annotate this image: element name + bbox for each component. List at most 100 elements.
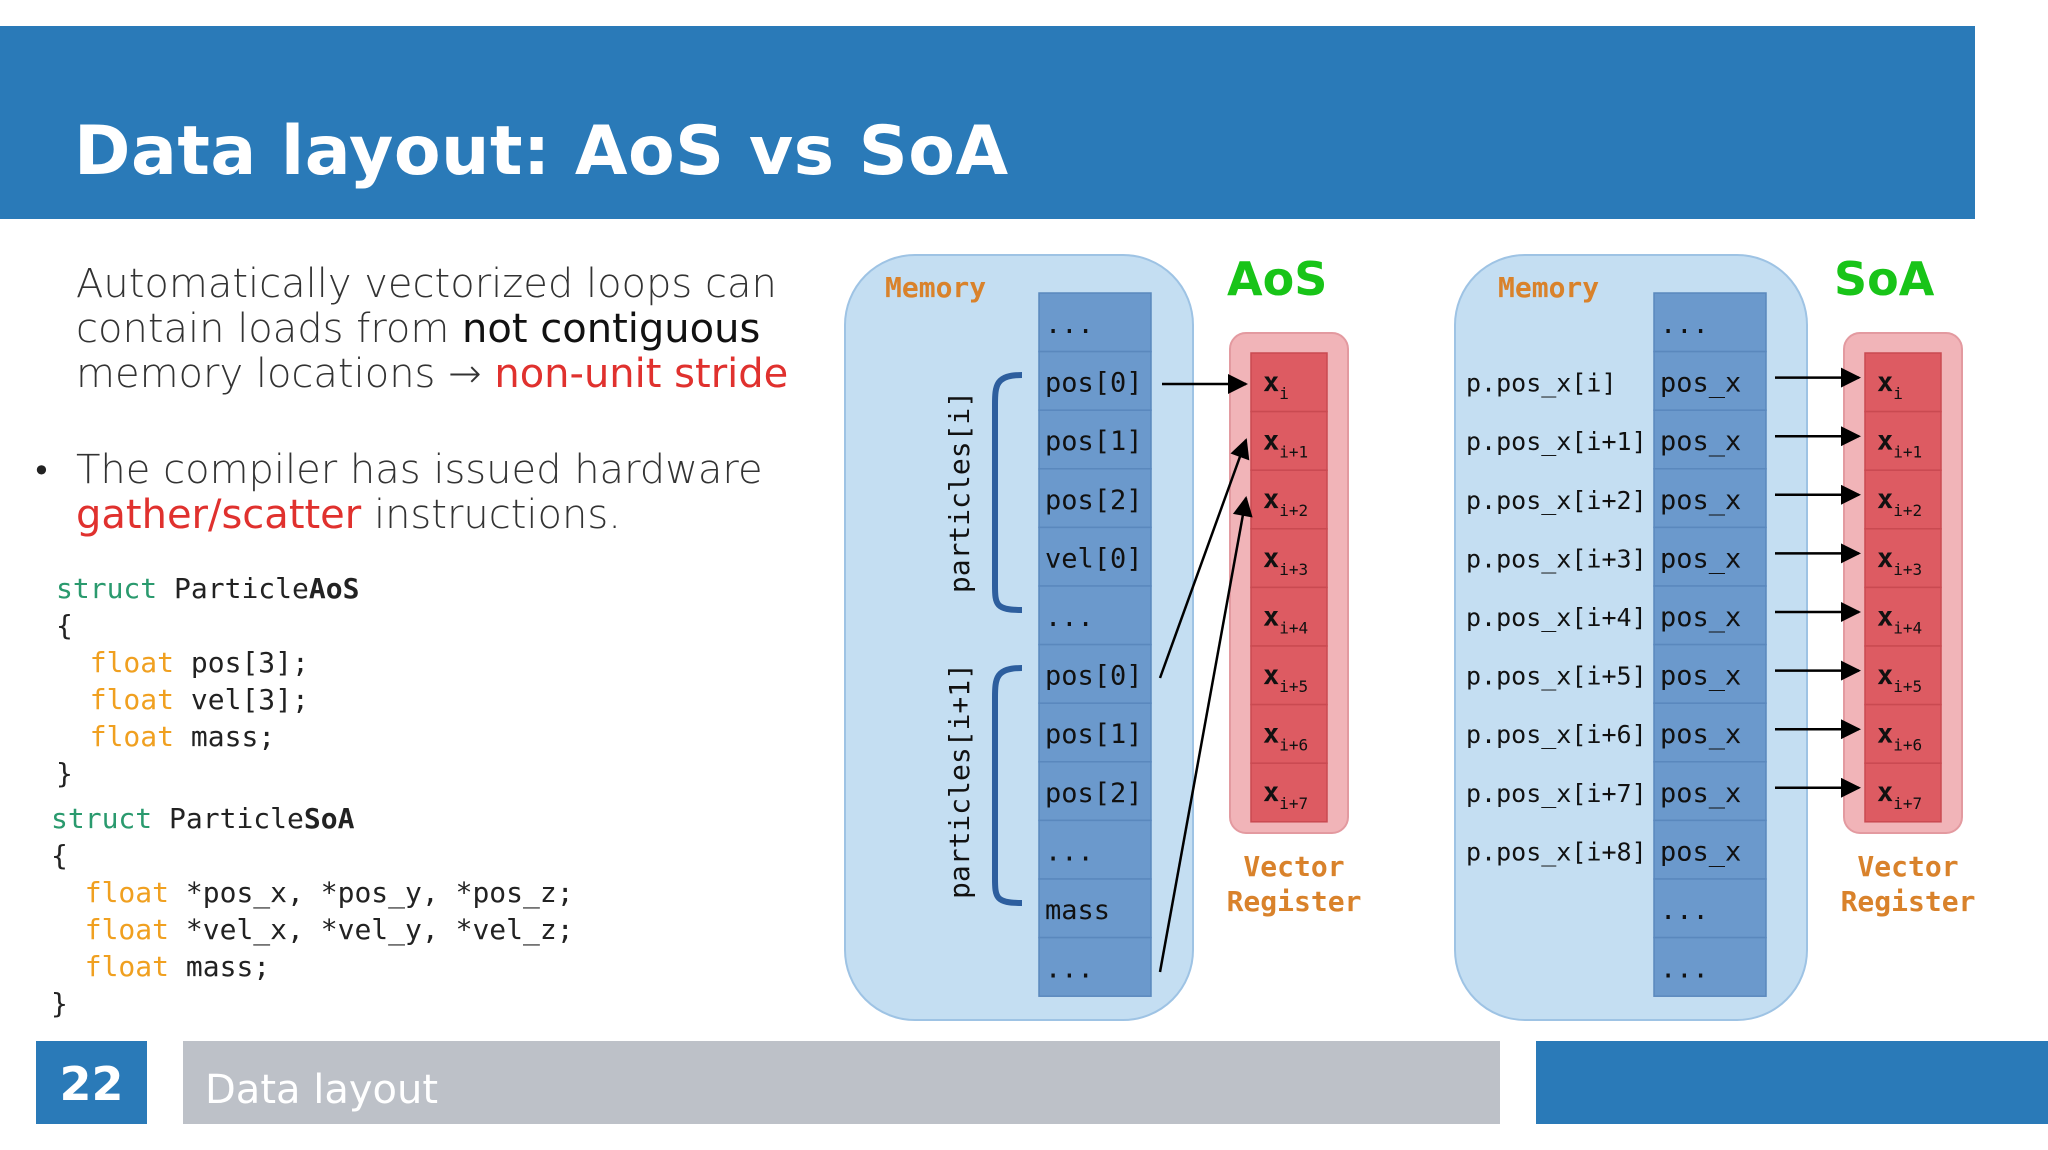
intro-line-3-text: memory locations →: [76, 351, 495, 397]
intro-line-2: contain loads from not contiguous: [76, 307, 788, 352]
aos-memory-column: ...pos[0]pos[1]pos[2]vel[0]...pos[0]pos[…: [1038, 292, 1152, 997]
aos-memory-cell: [1038, 585, 1152, 646]
aos-memory-cell: [1038, 936, 1152, 997]
code-struct-soa: struct ParticleSoA { float *pos_x, *pos_…: [51, 800, 574, 1022]
soa-memory-cell: [1653, 409, 1767, 470]
soa-memory-cell-label: pos_x: [1660, 543, 1741, 574]
soa-register-lane: [1864, 410, 1942, 471]
code-keyword: float: [89, 646, 175, 679]
aos-memory-cell-label: ...: [1045, 602, 1094, 633]
bullet-highlight: gather/scatter: [76, 492, 362, 538]
aos-heading: AoS: [1227, 252, 1327, 306]
code-brace: {: [56, 609, 73, 642]
soa-register-lane: [1864, 528, 1942, 589]
soa-memory-cell-label: pos_x: [1660, 485, 1741, 516]
page-number-box: 22: [36, 1041, 147, 1124]
soa-register-lane: [1864, 762, 1942, 823]
soa-row-label: p.pos_x[i]: [1466, 369, 1617, 398]
code-keyword: struct: [51, 802, 153, 835]
code-struct-name: AoS: [308, 572, 360, 605]
code-keyword: float: [84, 913, 170, 946]
aos-register-lane: [1250, 645, 1328, 706]
bullet-marker: •: [32, 452, 51, 490]
code-text: *pos_x, *pos_y, *pos_z;: [169, 876, 574, 909]
soa-row-label: p.pos_x[i+5]: [1466, 662, 1647, 691]
soa-row-label: p.pos_x[i+7]: [1466, 779, 1647, 808]
soa-memory-cell: [1653, 643, 1767, 704]
soa-memory-cell-label: pos_x: [1660, 368, 1741, 399]
soa-register-lane: [1864, 352, 1942, 413]
bullet-text: The compiler has issued hardware gather/…: [76, 448, 763, 538]
soa-memory-cell: [1653, 292, 1767, 353]
soa-row-label: p.pos_x[i+2]: [1466, 486, 1647, 515]
soa-register-lane-label: xi+6: [1877, 719, 1922, 755]
soa-memory-cell-label: pos_x: [1660, 426, 1741, 457]
soa-memory-cell-label: ...: [1660, 895, 1709, 926]
soa-memory-cell-label: pos_x: [1660, 836, 1741, 867]
intro-line-1: Automatically vectorized loops can: [76, 261, 777, 307]
code-keyword: float: [89, 683, 175, 716]
soa-row-label: p.pos_x[i+3]: [1466, 544, 1647, 573]
code-text: vel[3];: [174, 683, 309, 716]
code-text: pos[3];: [174, 646, 309, 679]
aos-memory-cell-label: pos[1]: [1045, 426, 1143, 457]
soa-register-lane-label: xi+7: [1877, 777, 1922, 813]
code-text: *vel_x, *vel_y, *vel_z;: [169, 913, 574, 946]
code-text: mass;: [174, 720, 276, 753]
intro-line-3: memory locations → non-unit stride: [76, 352, 788, 397]
aos-memory-cell: [1038, 350, 1152, 411]
aos-register-lane: [1250, 410, 1328, 471]
soa-memory-cell-label: pos_x: [1660, 602, 1741, 633]
slide-title: Data layout: AoS vs SoA: [74, 112, 1009, 191]
code-brace: }: [56, 757, 73, 790]
code-text: mass;: [169, 950, 271, 983]
code-keyword: float: [84, 950, 170, 983]
code-keyword: float: [84, 876, 170, 909]
soa-memory-cell: [1653, 526, 1767, 587]
soa-row-label: p.pos_x[i+8]: [1466, 837, 1647, 866]
soa-register-label-2: Register: [1841, 885, 1976, 918]
aos-memory-cell-label: mass: [1045, 895, 1110, 926]
code-text: Particle: [157, 572, 309, 605]
soa-row-label: p.pos_x[i+1]: [1466, 427, 1647, 456]
aos-register-lane-label: xi+5: [1263, 660, 1308, 696]
aos-group-label-i1: particles[i+1]: [943, 663, 976, 899]
aos-memory-cell-label: vel[0]: [1045, 543, 1143, 574]
soa-arrows: [1775, 367, 1861, 798]
soa-memory-column: ...pos_xpos_xpos_xpos_xpos_xpos_xpos_xpo…: [1653, 292, 1767, 997]
soa-memory-cell-label: pos_x: [1660, 778, 1741, 809]
aos-register-lane-label: xi+7: [1263, 777, 1308, 813]
aos-memory-cell: [1038, 878, 1152, 939]
aos-memory-cell-label: ...: [1045, 836, 1094, 867]
code-struct-aos: struct ParticleAoS { float pos[3]; float…: [56, 570, 359, 792]
aos-memory-cell: [1038, 819, 1152, 880]
intro-paragraph: Automatically vectorized loops can conta…: [76, 262, 788, 397]
aos-register-lane-label: xi+6: [1263, 719, 1308, 755]
footer-section-bar: Data layout: [183, 1041, 1500, 1124]
bullet-line-2: gather/scatter instructions.: [76, 493, 763, 538]
aos-memory-cell-label: pos[1]: [1045, 719, 1143, 750]
soa-register-lane: [1864, 469, 1942, 530]
soa-register-lane-label: xi+5: [1877, 660, 1922, 696]
soa-row-labels: p.pos_x[i] p.pos_x[i+1] p.pos_x[i+2] p.pos_…: [1466, 369, 1647, 867]
code-text: Particle: [152, 802, 304, 835]
soa-register-lane-label: xi+2: [1877, 484, 1922, 520]
soa-register-lane-label: xi+1: [1877, 426, 1922, 462]
aos-memory-cell-label: pos[0]: [1045, 661, 1143, 692]
code-struct-name: SoA: [303, 802, 355, 835]
aos-memory-cell: [1038, 409, 1152, 470]
soa-memory-cell-label: ...: [1660, 309, 1709, 340]
aos-register-lane-label: xi+3: [1263, 543, 1308, 579]
bullet-line-2-text: instructions.: [361, 492, 621, 538]
aos-memory-cell-label: pos[0]: [1045, 368, 1143, 399]
footer-accent-bar: [1536, 1041, 2048, 1124]
aos-memory-label: Memory: [885, 271, 986, 304]
aos-register-lane-label: xi: [1263, 367, 1289, 403]
soa-register-lane-label: xi+4: [1877, 601, 1922, 637]
bullet-line-1: The compiler has issued hardware: [76, 447, 763, 493]
soa-memory-cell-label: pos_x: [1660, 661, 1741, 692]
aos-memory-cell-label: ...: [1045, 954, 1094, 985]
aos-memory-cell: [1038, 468, 1152, 529]
